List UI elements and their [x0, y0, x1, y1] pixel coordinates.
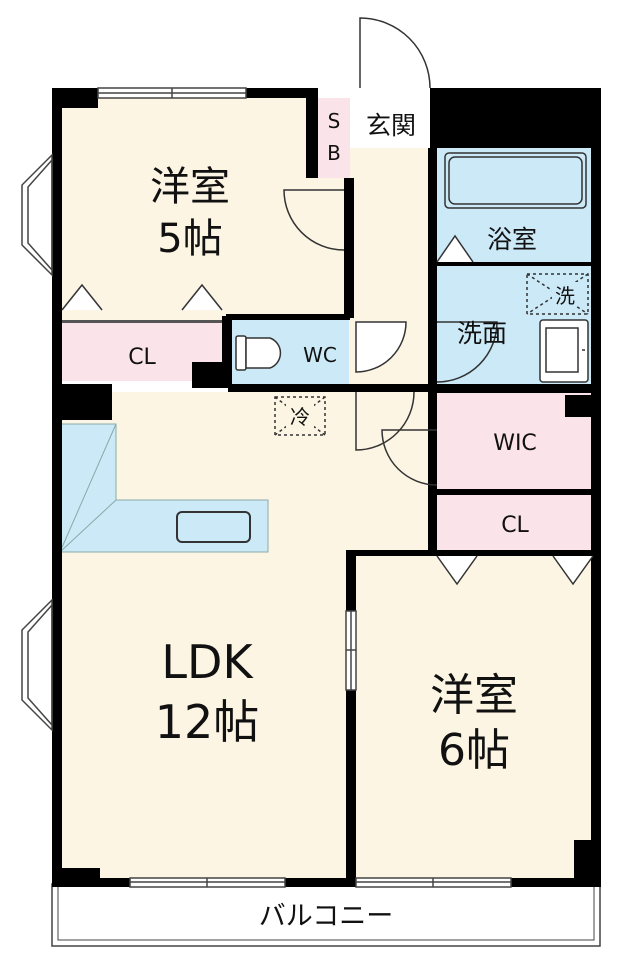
western-6-name: 洋室	[430, 670, 518, 721]
doors	[61, 17, 594, 586]
closet-right-floor	[437, 495, 593, 552]
door-closet-top-2	[181, 283, 223, 311]
door-ldk	[355, 391, 415, 451]
wic-label: WIC	[493, 431, 537, 456]
bathroom-label: 浴室	[487, 225, 537, 254]
floors	[59, 98, 593, 882]
balcony-label: バルコニー	[259, 901, 393, 932]
bay-window-top	[21, 153, 53, 277]
closet-right-label: CL	[501, 513, 529, 538]
bathroom-floor	[437, 148, 593, 262]
balcony	[51, 883, 601, 947]
door-wic	[381, 429, 438, 486]
room-western-5-floor	[60, 98, 347, 323]
western-5-name: 洋室	[150, 164, 230, 210]
washer-label: 洗	[555, 284, 575, 308]
entrance-label: 玄関	[366, 111, 416, 140]
door-washroom	[436, 321, 498, 383]
toilet-fixture	[235, 335, 282, 371]
entrance-door	[359, 17, 431, 89]
closet-top-label: CL	[128, 345, 156, 370]
shoebox-label-s: S	[328, 109, 341, 133]
bay-window-ldk	[21, 598, 53, 732]
toilet-label: WC	[303, 343, 337, 367]
entrance-floor	[350, 98, 430, 148]
western-5-size: 5帖	[157, 216, 222, 262]
ldk-name: LDK	[161, 635, 254, 689]
washroom-label: 洗面	[457, 319, 507, 348]
fridge-label: 冷	[290, 405, 310, 429]
kitchen-counter-edge	[59, 423, 117, 553]
bathtub	[444, 152, 587, 209]
door-western-5	[283, 189, 345, 251]
windows	[21, 87, 512, 888]
door-closet-right-2	[552, 555, 594, 586]
fixtures	[235, 152, 589, 436]
washbasin	[539, 319, 589, 383]
shoebox-floor	[318, 98, 350, 178]
western-6-size: 6帖	[438, 725, 510, 776]
door-bathroom	[436, 234, 474, 263]
walls	[52, 88, 601, 887]
door-toilet	[355, 321, 407, 373]
shoebox-label-b: B	[327, 141, 341, 165]
door-closet-right-1	[436, 555, 478, 586]
ldk-size: 12帖	[155, 695, 260, 749]
room-western-6-floor	[356, 553, 593, 882]
door-closet-top-1	[61, 283, 103, 311]
labels: 洋室 5帖 CL WC S B 玄関 浴室 洗面 洗 冷 WIC CL LDK …	[128, 109, 578, 932]
sink	[176, 511, 251, 543]
